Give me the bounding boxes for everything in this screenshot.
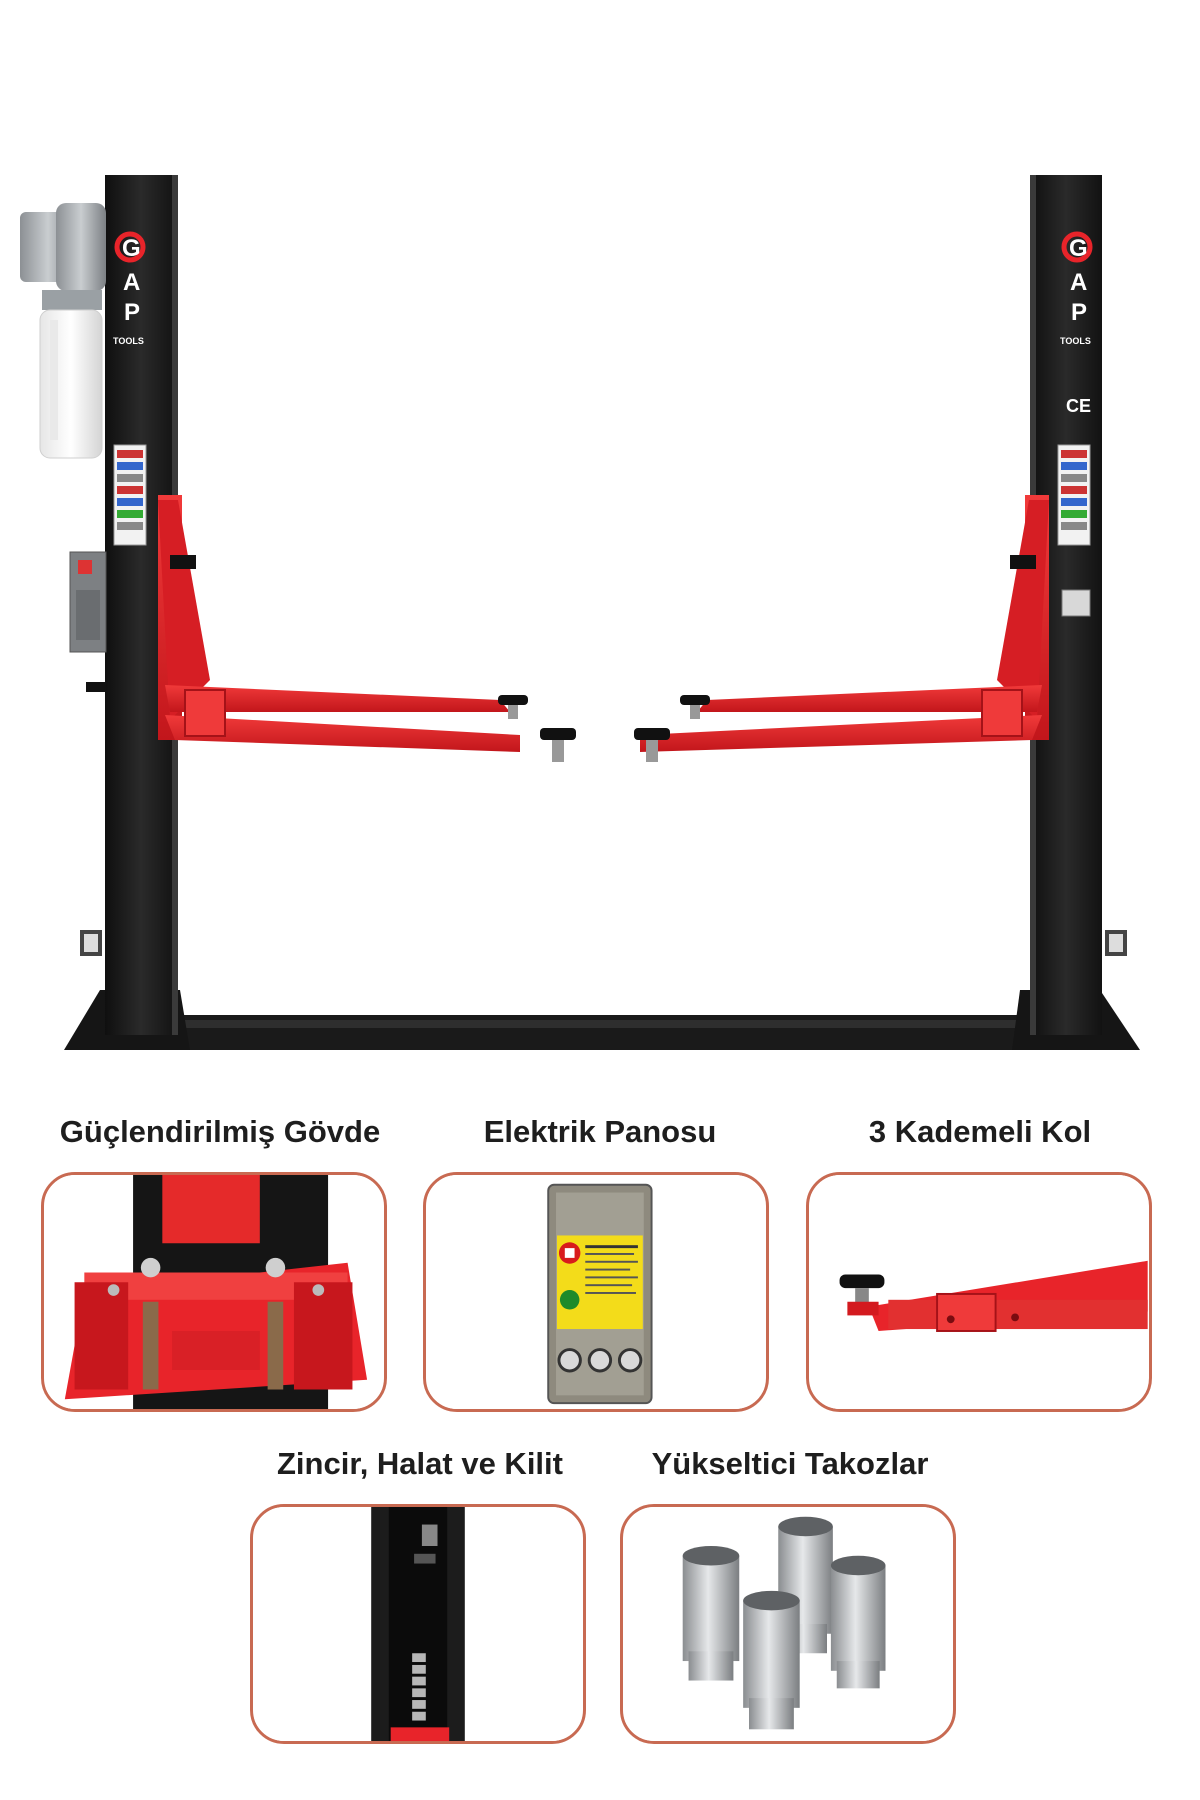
svg-text:A: A [123, 269, 140, 296]
left-brand-logo: G A P TOOLS [113, 231, 146, 346]
feature-caption-chain-rope-lock: Zincir, Halat ve Kilit [277, 1446, 563, 1481]
right-carriage-arms [634, 495, 1049, 762]
riser-cylinder-front [743, 1590, 800, 1730]
svg-text:P: P [124, 299, 140, 326]
svg-text:TOOLS: TOOLS [1060, 336, 1091, 346]
svg-text:A: A [1070, 269, 1087, 296]
feature-caption-electric-panel: Elektrik Panosu [483, 1114, 717, 1149]
riser-cylinder-left [682, 1546, 740, 1681]
base-plate [160, 1015, 1050, 1050]
chain-rope-lock-photo-icon [254, 1507, 582, 1741]
reinforced-carriage-photo-icon [45, 1175, 383, 1409]
right-brand-logo: G A P TOOLS CE [1060, 231, 1093, 416]
left-carriage-arms [86, 495, 576, 762]
feature-card-riser-adapters [620, 1504, 956, 1744]
svg-text:TOOLS: TOOLS [113, 336, 144, 346]
svg-text:G: G [122, 235, 141, 262]
feature-card-three-stage-arm [806, 1172, 1152, 1412]
svg-text:CE: CE [1066, 396, 1091, 416]
hydraulic-power-unit [20, 203, 106, 459]
three-stage-arm-photo-icon [810, 1175, 1148, 1409]
feature-card-chain-rope-lock [250, 1504, 586, 1744]
feature-card-reinforced-body [41, 1172, 387, 1412]
feature-caption-three-stage-arm: 3 Kademeli Kol [868, 1114, 1092, 1149]
riser-cylinder-right [830, 1555, 886, 1689]
electric-panel-photo-icon [427, 1175, 765, 1409]
feature-card-electric-panel [423, 1172, 769, 1412]
two-post-lift-illustration: G A P TOOLS [20, 175, 1140, 1050]
riser-adapters-photo-icon [624, 1507, 952, 1741]
feature-caption-riser-adapters: Yükseltici Takozlar [651, 1446, 929, 1481]
svg-text:G: G [1069, 235, 1088, 262]
electric-control-box [69, 551, 107, 653]
feature-caption-reinforced-body: Güçlendirilmiş Gövde [59, 1114, 381, 1149]
svg-text:P: P [1071, 299, 1087, 326]
